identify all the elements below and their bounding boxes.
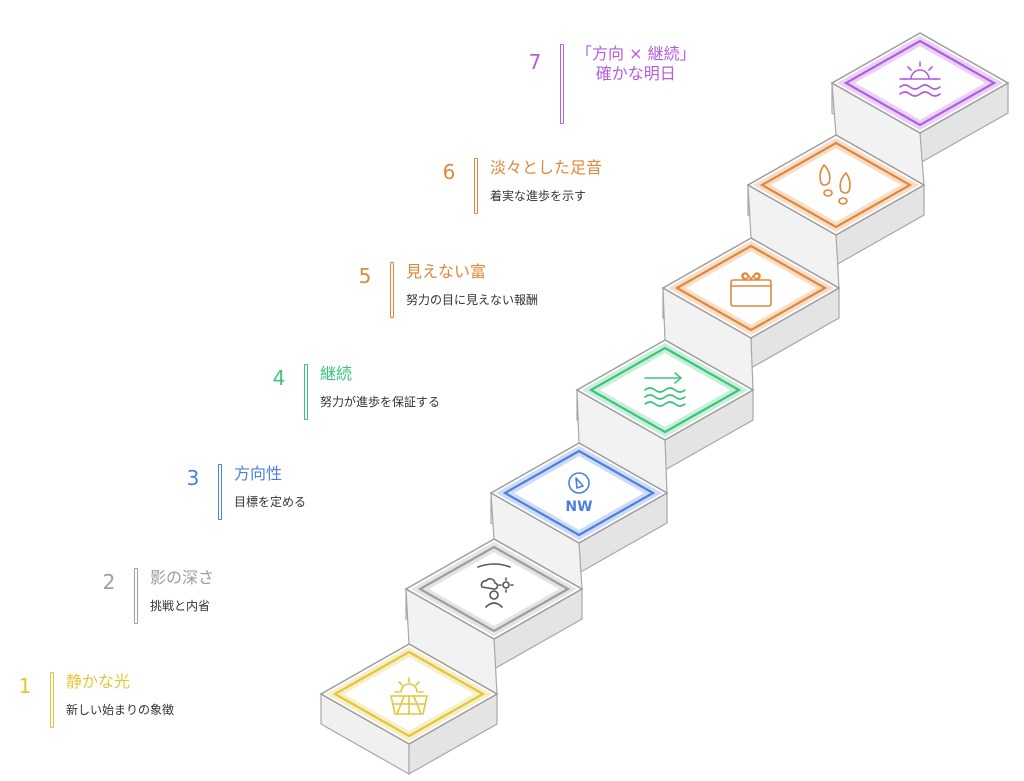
step-1-tread bbox=[319, 643, 499, 745]
tread-outline bbox=[661, 237, 841, 339]
tread-outline bbox=[746, 134, 926, 236]
tread-ring bbox=[843, 39, 997, 127]
step-accent-bar bbox=[560, 44, 564, 124]
sunrise-field-icon bbox=[390, 677, 428, 715]
step-title: 継続 bbox=[320, 364, 353, 383]
step-title: 「方向 × 継続」 確かな明日 bbox=[576, 44, 696, 83]
step-number: 2 bbox=[102, 570, 116, 594]
step-4-label: 4 継続努力が進歩を保証する bbox=[268, 364, 440, 420]
step-number: 7 bbox=[528, 50, 542, 74]
cloud-sun-person-icon bbox=[477, 563, 514, 608]
step-accent-bar bbox=[218, 464, 222, 520]
step-subtitle: 努力の目に見えない報酬 bbox=[406, 293, 539, 307]
step-number: 1 bbox=[18, 674, 32, 698]
compass-nw-icon: NW bbox=[565, 472, 593, 515]
step-1-label: 1 静かな光新しい始まりの象徴 bbox=[14, 672, 174, 728]
step-6-tread bbox=[746, 134, 926, 236]
tread-ring bbox=[417, 545, 571, 633]
tread-ring bbox=[674, 244, 828, 332]
step-accent-bar bbox=[474, 158, 478, 214]
step-number: 3 bbox=[186, 466, 200, 490]
tread-ring bbox=[759, 141, 913, 229]
step-7-body bbox=[831, 81, 1009, 187]
stair-risers bbox=[320, 81, 1009, 776]
step-2-label: 2 影の深さ挑戦と内省 bbox=[98, 568, 214, 624]
tread-ring bbox=[332, 650, 486, 738]
step-7-tread bbox=[830, 32, 1010, 134]
stair-treads: NW bbox=[319, 32, 1010, 745]
step-accent-bar bbox=[304, 364, 308, 420]
step-6-body bbox=[747, 183, 925, 290]
sunrise-sea-icon bbox=[899, 61, 941, 97]
footprints-icon bbox=[819, 164, 851, 205]
step-5-label: 5 見えない富努力の目に見えない報酬 bbox=[354, 262, 538, 318]
step-2-tread bbox=[404, 538, 584, 640]
step-3-tread: NW bbox=[489, 442, 669, 544]
step-subtitle: 新しい始まりの象徴 bbox=[66, 703, 175, 717]
step-subtitle: 努力が進歩を保証する bbox=[320, 395, 441, 409]
tread-ring bbox=[588, 346, 742, 434]
step-title: 静かな光 bbox=[66, 672, 131, 691]
step-number: 4 bbox=[272, 366, 286, 390]
step-7-label: 7 「方向 × 継続」 確かな明日 bbox=[524, 44, 696, 124]
step-title: 影の深さ bbox=[150, 568, 215, 587]
step-6-label: 6 淡々とした足音着実な進歩を示す bbox=[438, 158, 602, 214]
step-title: 方向性 bbox=[234, 464, 283, 483]
step-accent-bar bbox=[390, 262, 394, 318]
step-accent-bar bbox=[134, 568, 138, 624]
arrow-waves-icon bbox=[644, 372, 686, 407]
tread-outline bbox=[830, 32, 1010, 134]
step-title: 淡々とした足音 bbox=[490, 158, 603, 177]
tread-outline bbox=[319, 643, 499, 745]
step-subtitle: 目標を定める bbox=[234, 495, 307, 509]
step-3-label: 3 方向性目標を定める bbox=[182, 464, 306, 520]
step-number: 5 bbox=[358, 264, 372, 288]
step-number: 6 bbox=[442, 160, 456, 184]
step-subtitle: 挑戦と内省 bbox=[150, 599, 211, 613]
tread-ring bbox=[502, 449, 656, 537]
step-title: 見えない富 bbox=[406, 262, 487, 281]
compass-letters: NW bbox=[565, 499, 592, 515]
step-accent-bar bbox=[50, 672, 54, 728]
gift-box-icon bbox=[730, 272, 772, 307]
step-5-tread bbox=[661, 237, 841, 339]
step-subtitle: 着実な進歩を示す bbox=[490, 189, 587, 203]
step-4-tread bbox=[575, 339, 755, 441]
